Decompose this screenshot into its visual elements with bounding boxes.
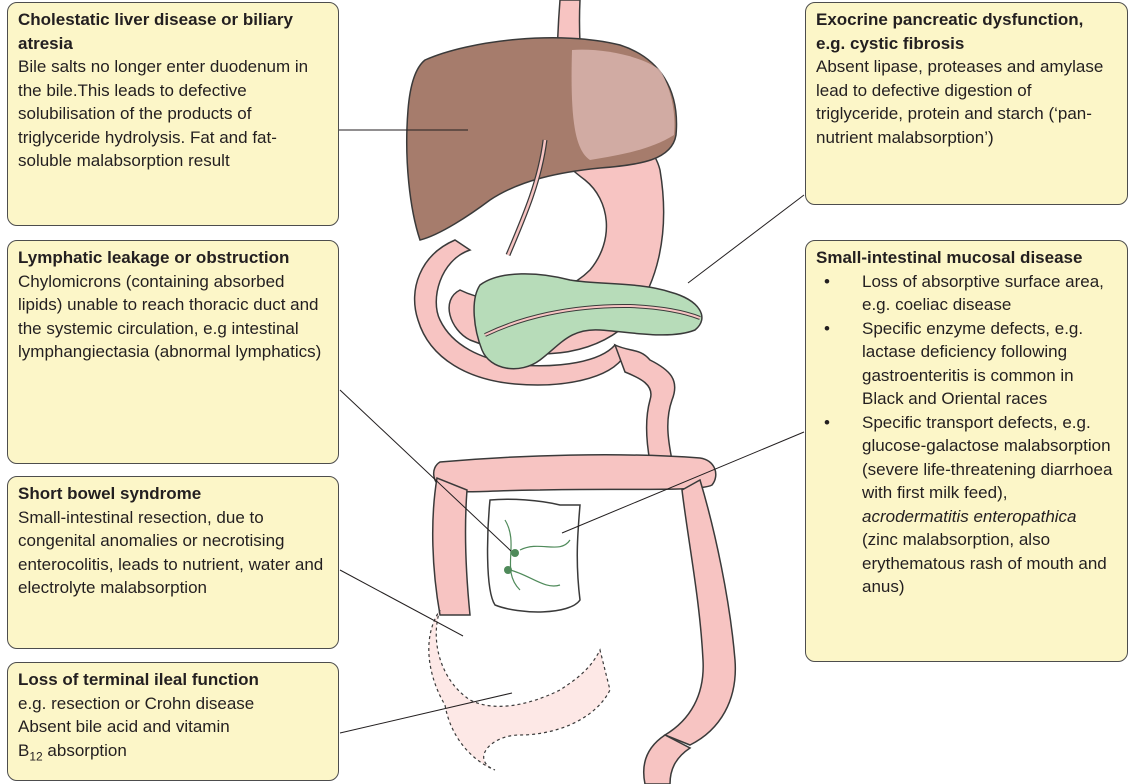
box-lymphatic: Lymphatic leakage or obstruction Chylomi…: [7, 240, 339, 464]
box-body: Absent lipase, proteases and amylase lea…: [816, 55, 1117, 149]
box-title: Exocrine pancreatic dysfunction, e.g. cy…: [816, 8, 1117, 55]
box-exocrine: Exocrine pancreatic dysfunction, e.g. cy…: [805, 2, 1128, 205]
box-short-bowel: Short bowel syndrome Small-intestinal re…: [7, 476, 339, 649]
small-intestine-loop: [488, 499, 580, 612]
box-title: Lymphatic leakage or obstruction: [18, 246, 328, 270]
ascending-colon: [433, 478, 470, 615]
leader-lines: [338, 130, 804, 733]
box-line: Absent bile acid and vitamin: [18, 715, 328, 739]
list-item: Loss of absorptive surface area, e.g. co…: [816, 270, 1117, 317]
box-line-vitamin: B12 absorption: [18, 739, 328, 769]
box-body: Chylomicrons (containing absorbed lipids…: [18, 270, 328, 364]
mucosal-list: Loss of absorptive surface area, e.g. co…: [816, 270, 1117, 599]
box-body: Small-intestinal resection, due to conge…: [18, 506, 328, 600]
box-cholestatic: Cholestatic liver disease or biliary atr…: [7, 2, 339, 226]
box-body: Bile salts no longer enter duodenum in t…: [18, 55, 328, 173]
descending-colon: [665, 480, 735, 745]
box-mucosal: Small-intestinal mucosal disease Loss of…: [805, 240, 1128, 662]
list-item: Specific enzyme defects, e.g. lactase de…: [816, 317, 1117, 411]
box-terminal-ileal: Loss of terminal ileal function e.g. res…: [7, 662, 339, 781]
box-title: Short bowel syndrome: [18, 482, 328, 506]
pancreas: [474, 274, 702, 369]
list-item: Specific transport defects, e.g. glucose…: [816, 411, 1117, 599]
resected-segment: [429, 610, 610, 770]
box-title: Loss of terminal ileal function: [18, 668, 328, 692]
leader-exocrine: [688, 195, 804, 283]
box-title: Small-intestinal mucosal disease: [816, 246, 1117, 270]
jejunum: [615, 345, 675, 462]
box-title: Cholestatic liver disease or biliary atr…: [18, 8, 328, 55]
box-line: e.g. resection or Crohn disease: [18, 692, 328, 716]
